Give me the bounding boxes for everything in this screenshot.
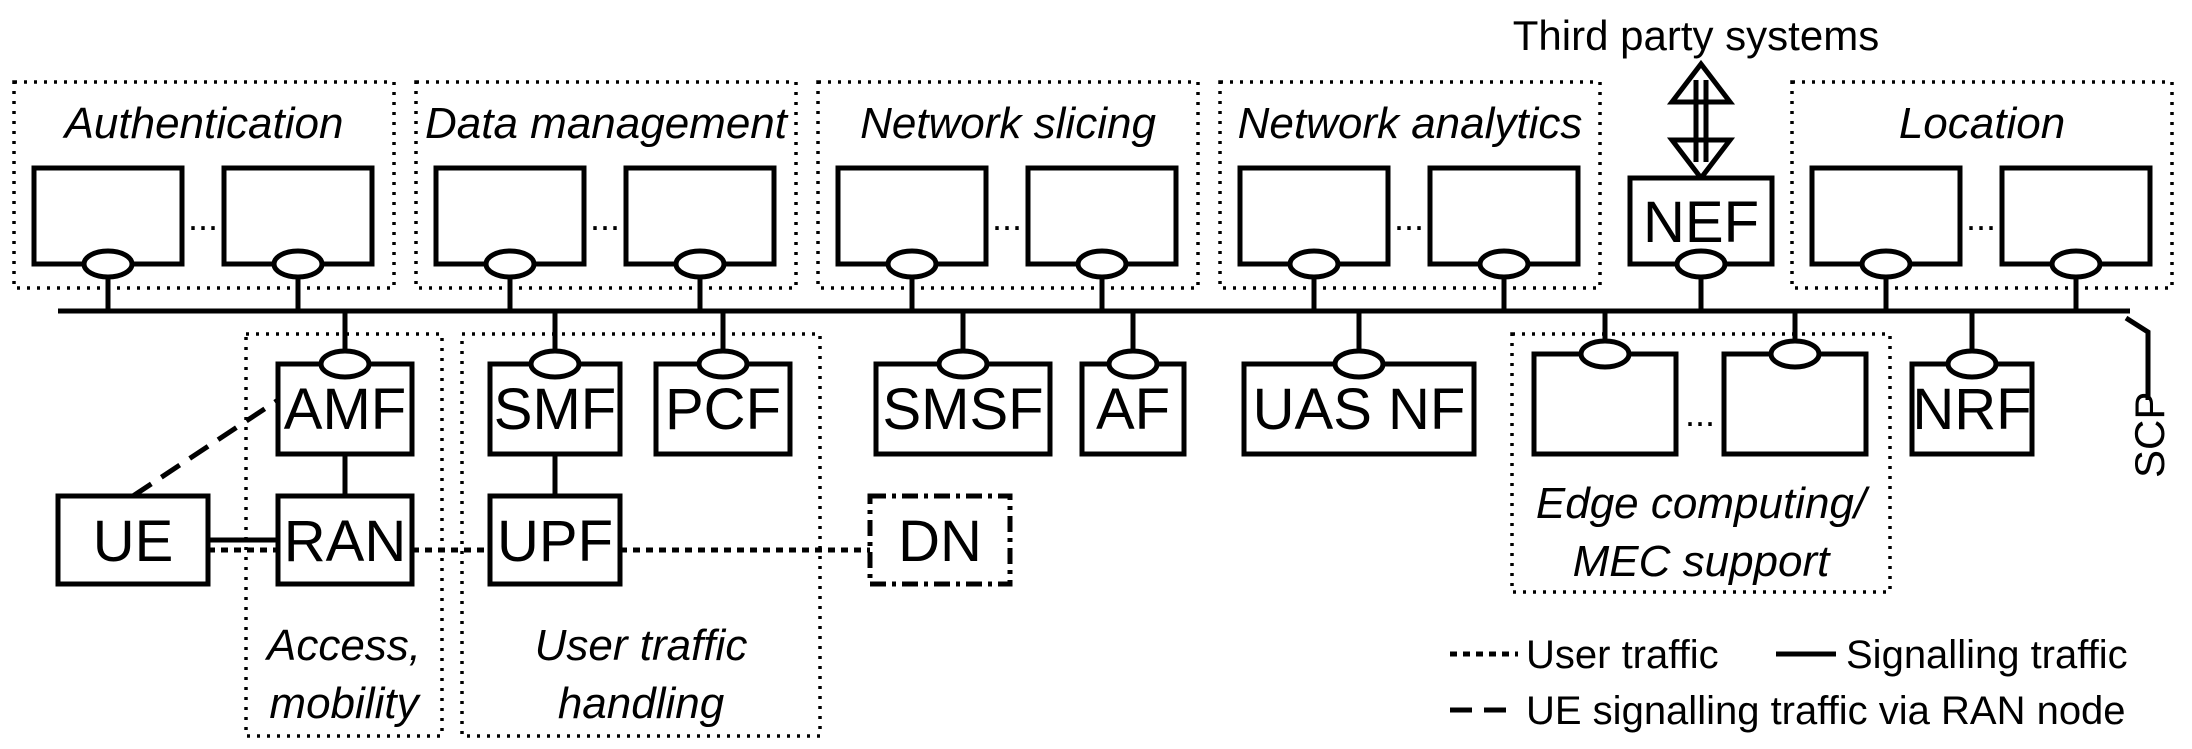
top-connectors [81,248,2103,280]
legend-user-traffic-label: User traffic [1526,633,1719,677]
group-frame-edge-computing [1510,332,1892,594]
dn-label: DN [898,509,982,574]
ellipsis-dm: ... [590,197,620,238]
group-title-edge-line2: MEC support [1573,537,1832,586]
third-party-label: Third party systems [1513,12,1879,59]
nrf-label: NRF [1912,377,2031,442]
third-party-arrow [1666,59,1736,183]
edge-nf-box-1 [1531,351,1679,457]
bottom-stubs [342,311,1975,354]
location-nf-box-2 [1999,165,2153,267]
smf-label: SMF [494,377,616,442]
nef-label: NEF [1643,190,1759,255]
group-title-data-management: Data management [425,99,789,148]
scp-label: SCP [2126,392,2173,478]
dn-box [867,493,1013,587]
group-title-access-line2: mobility [269,679,421,728]
group-title-edge-line1: Edge computing/ [1536,479,1870,528]
smsf-label: SMSF [882,377,1043,442]
slice-nf-box-1 [835,165,989,267]
bottom-connectors [318,338,1999,380]
scp-pointer [2124,315,2151,400]
group-title-network-slicing: Network slicing [860,99,1156,148]
group-frame-authentication [12,80,396,290]
group-title-access-line1: Access, [264,621,421,670]
group-frame-network-analytics [1218,80,1602,290]
dm-nf-box-1 [433,165,587,267]
ellipsis-slicing: ... [992,197,1022,238]
auth-nf-box-2 [221,165,375,267]
ellipsis-analytics: ... [1394,197,1424,238]
group-frame-data-management [414,80,798,290]
upf-box [487,493,623,587]
edge-nf-box-2 [1721,351,1869,457]
pcf-label: PCF [665,377,781,442]
slice-nf-box-2 [1025,165,1179,267]
top-stubs [105,274,2079,311]
amf-label: AMF [284,377,406,442]
ellipsis-location: ... [1966,197,1996,238]
group-title-user-traffic-line2: handling [558,679,725,728]
ran-label: RAN [284,509,406,574]
legend-signalling-label: Signalling traffic [1846,633,2128,677]
af-label: AF [1096,377,1170,442]
legend-ue-signalling-label: UE signalling traffic via RAN node [1526,689,2126,733]
ue-ran-link [208,537,278,553]
analytics-nf-box-1 [1237,165,1391,267]
group-frame-location [1790,80,2174,290]
ue-label: UE [93,509,174,574]
analytics-nf-box-2 [1427,165,1581,267]
group-title-user-traffic-line1: User traffic [535,621,748,670]
ellipsis-edge: ... [1685,393,1715,434]
group-title-authentication: Authentication [62,99,344,148]
group-frame-network-slicing [816,80,1200,290]
ellipsis-auth: ... [188,197,218,238]
group-title-location: Location [1899,99,2065,148]
ue-amf-link [131,397,280,499]
location-nf-box-1 [1809,165,1963,267]
uas-nf-label: UAS NF [1253,377,1466,442]
group-title-network-analytics: Network analytics [1238,99,1583,148]
upf-label: UPF [497,509,613,574]
